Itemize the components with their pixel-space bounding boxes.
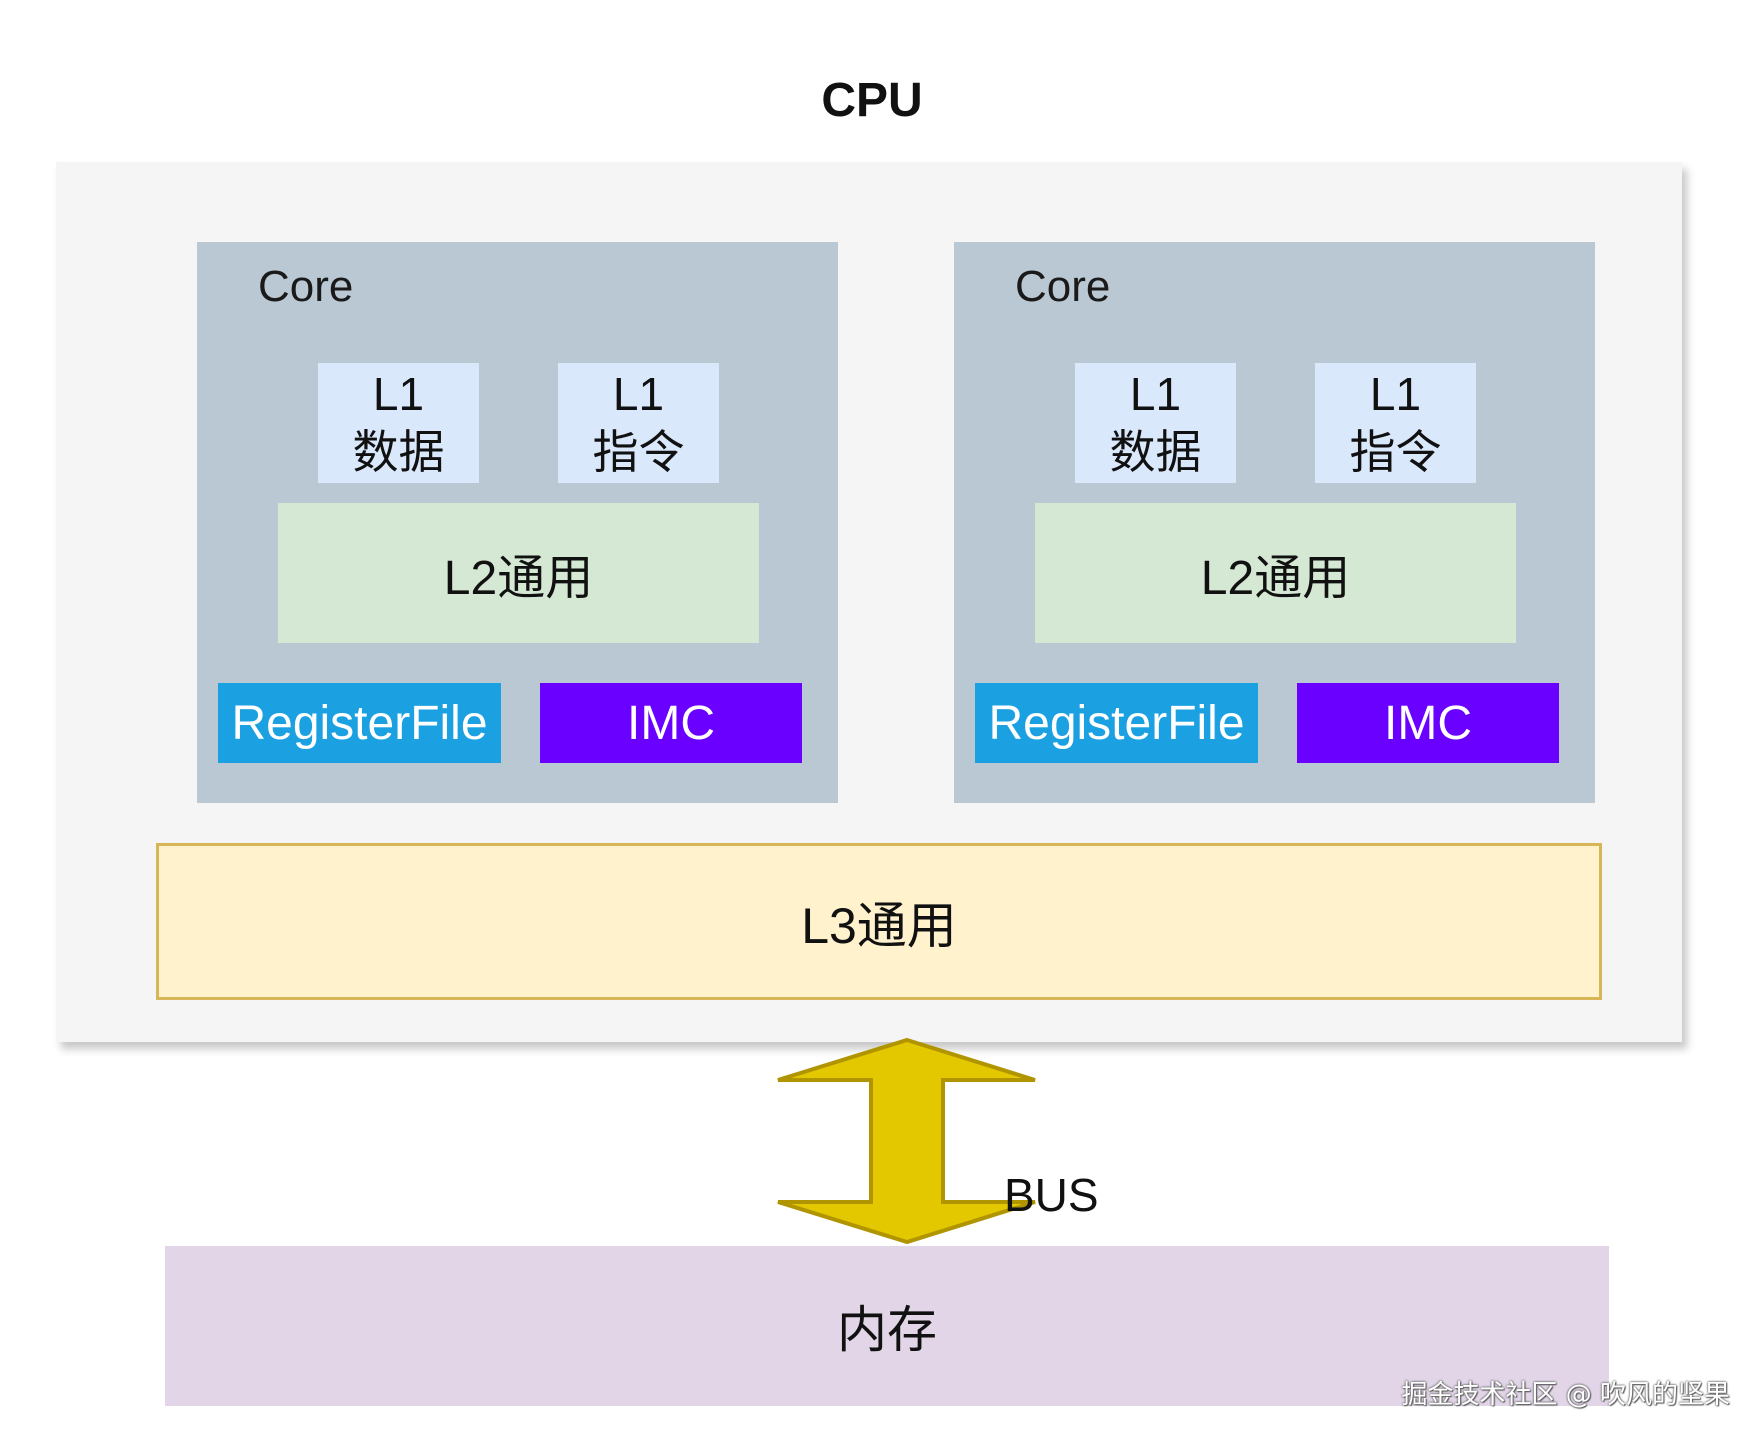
core-1-l1-data-cache: L1 数据: [318, 363, 479, 483]
l1-data-line2: 数据: [352, 426, 445, 478]
core-2-label: Core: [1015, 262, 1111, 311]
l1-inst-line1: L1: [612, 368, 665, 420]
bus-double-arrow: [777, 1037, 1036, 1245]
core-1-label: Core: [258, 262, 354, 311]
bus-label: BUS: [1004, 1169, 1099, 1221]
core-2-register-file: RegisterFile: [975, 683, 1258, 763]
core-1-l1-instruction-cache: L1 指令: [558, 363, 719, 483]
l1-data-line1: L1: [1129, 368, 1182, 420]
l1-inst-line2: 指令: [592, 426, 685, 478]
core-1-register-file: RegisterFile: [218, 683, 501, 763]
core-2-l1-instruction-cache: L1 指令: [1315, 363, 1476, 483]
l1-inst-line2: 指令: [1349, 426, 1442, 478]
core-1-imc: IMC: [540, 683, 802, 763]
watermark: 掘金技术社区 @ 吹风的坚果: [1401, 1380, 1730, 1410]
cpu-title: CPU: [821, 73, 923, 127]
l1-inst-line1: L1: [1369, 368, 1422, 420]
l1-data-line2: 数据: [1109, 426, 1202, 478]
core-1-l2-cache: L2通用: [278, 503, 759, 643]
core-2-l1-data-cache: L1 数据: [1075, 363, 1236, 483]
core-2-l2-cache: L2通用: [1035, 503, 1516, 643]
core-2-imc: IMC: [1297, 683, 1559, 763]
l3-cache: L3通用: [156, 843, 1602, 1000]
memory-block: 内存: [165, 1246, 1609, 1406]
l1-data-line1: L1: [372, 368, 425, 420]
bus-arrow-icon: [777, 1037, 1036, 1245]
